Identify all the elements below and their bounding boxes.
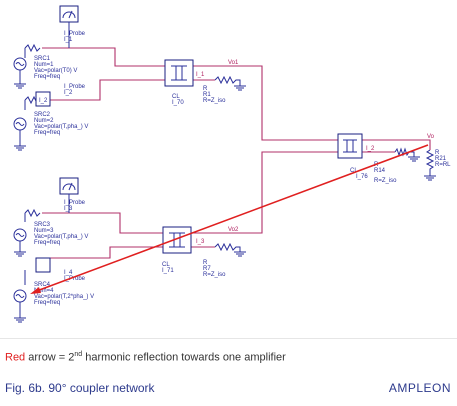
node-vo: Vo <box>427 134 435 140</box>
probe-i3: I_Probe I_3 <box>59 177 86 213</box>
probe-i1: I_Probe I_1 <box>59 5 86 48</box>
src2-line3: Freq=freq <box>34 130 60 136</box>
resistor-r21: R R21 R=RL <box>424 149 451 181</box>
probe-i3-name: I_Probe <box>64 200 86 206</box>
src3-line3: Freq=freq <box>34 240 60 246</box>
coupler-i70-type: CL <box>172 94 180 100</box>
source-src2: SRC2 Num=2 Vac=polar(T,pha_) V Freq=freq <box>13 95 88 151</box>
caption-text-b: harmonic reflection towards one amplifie… <box>82 351 286 364</box>
coupler-i71-type: CL <box>162 262 170 268</box>
node-vo1: Vo1 <box>228 60 239 66</box>
probe-i2-name: I_Probe <box>64 84 86 90</box>
ampleon-logo: AMPLEON <box>388 381 451 395</box>
coupler-i71: CL I_71 I_3 Vo2 <box>162 226 239 274</box>
node-vo2: Vo2 <box>228 227 239 233</box>
resistor-r1: R R1 R=Z_iso <box>203 75 246 104</box>
resistor-r7-ref: R7 <box>203 266 211 272</box>
caption-superscript: nd <box>74 351 83 358</box>
coupler-i76-type: CL <box>350 168 358 174</box>
coupler-network-schematic: SRC1 Num=1 Vac=polar(T0) V Freq=freq SRC… <box>13 5 451 323</box>
resistor-r1-type: R <box>203 86 208 92</box>
source-src1: SRC1 Num=1 Vac=polar(T0) V Freq=freq <box>13 43 77 89</box>
current-i2-label: I_2 <box>366 146 375 152</box>
resistor-r7-value: R=Z_iso <box>203 272 226 278</box>
probe-i2-tag: I_2 <box>39 98 48 104</box>
caption-divider <box>0 338 457 339</box>
src2-line2: Vac=polar(T,pha_) V <box>34 124 88 130</box>
src4-line2: Vac=polar(T,2*pha_) V <box>34 294 94 300</box>
resistor-r14-ref: R14 <box>374 168 386 174</box>
resistor-r21-ref: R21 <box>435 156 447 162</box>
coupler-i76: CL I_76 I_2 Vo <box>337 133 435 180</box>
caption-red-word: Red <box>5 351 26 364</box>
source-src4: SRC4 Num=4 Vac=polar(T,2*pha_) V Freq=fr… <box>13 270 94 323</box>
current-i3-label: I_3 <box>196 239 205 245</box>
src4-line3: Freq=freq <box>34 300 60 306</box>
src3-line1: Num=3 <box>34 228 54 234</box>
src2-ref: SRC2 <box>34 112 51 118</box>
coupler-i70: CL I_70 I_1 Vo1 <box>164 59 239 106</box>
src2-line1: Num=2 <box>34 118 54 124</box>
coupler-i71-ref: I_71 <box>162 268 174 274</box>
coupler-i76-ref: I_76 <box>356 174 368 180</box>
source-src3: SRC3 Num=3 Vac=polar(T,pha_) V Freq=freq <box>13 208 88 257</box>
resistor-r21-value: R=RL <box>435 162 451 168</box>
figure-title: Fig. 6b. 90° coupler network <box>5 381 155 395</box>
probe-i4-name: I_Probe <box>64 276 86 282</box>
coupler-i70-ref: I_70 <box>172 100 184 106</box>
src1-ref: SRC1 <box>34 56 51 62</box>
probe-i4-ref: I_4 <box>64 270 73 276</box>
resistor-r7-type: R <box>203 260 208 266</box>
src1-line2: Vac=polar(T0) V <box>34 68 77 74</box>
wiring <box>42 47 431 259</box>
current-i1-label: I_1 <box>196 72 205 78</box>
src4-ref: SRC4 <box>34 282 51 288</box>
src3-line2: Vac=polar(T,pha_) V <box>34 234 88 240</box>
src1-line3: Freq=freq <box>34 74 60 80</box>
resistor-r7: R R7 R=Z_iso <box>203 242 246 278</box>
resistor-r14-value: R=Z_iso <box>374 178 397 184</box>
probe-i1-name: I_Probe <box>64 31 86 37</box>
src3-ref: SRC3 <box>34 222 51 228</box>
probe-i3-ref: I_3 <box>64 206 73 212</box>
resistor-r21-type: R <box>435 150 440 156</box>
caption: Red arrow = 2nd harmonic reflection towa… <box>5 351 286 364</box>
resistor-r1-ref: R1 <box>203 92 211 98</box>
src4-line1: Num=4 <box>34 288 54 294</box>
resistor-r1-value: R=Z_iso <box>203 98 226 104</box>
src1-line1: Num=1 <box>34 62 54 68</box>
probe-i2: I_2 I_Probe I_2 <box>35 84 86 107</box>
caption-text-a: arrow = 2 <box>25 351 75 364</box>
probe-i1-ref: I_1 <box>64 37 73 43</box>
reflection-arrow <box>30 144 429 294</box>
probe-i2-ref: I_2 <box>64 90 73 96</box>
resistor-r14: R R14 R=Z_iso <box>374 147 420 184</box>
probe-i4: I_Probe I_4 <box>35 257 86 282</box>
